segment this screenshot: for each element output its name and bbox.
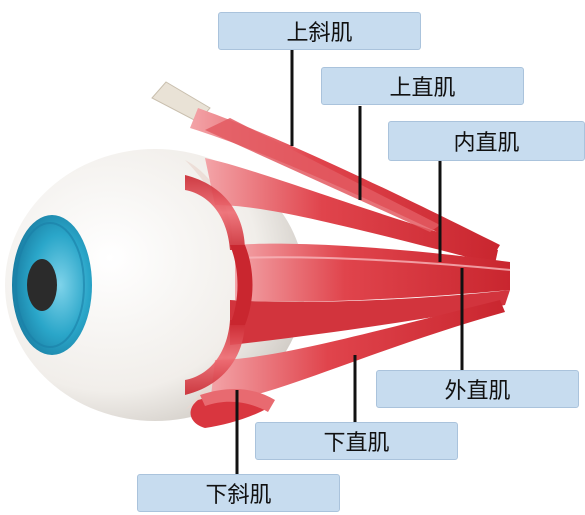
label-medial-rectus: 内直肌	[388, 121, 585, 161]
pupil	[27, 259, 57, 311]
label-inferior-rectus: 下直肌	[255, 422, 458, 460]
label-superior-oblique: 上斜肌	[218, 12, 421, 50]
label-superior-rectus: 上直肌	[321, 67, 524, 105]
label-inferior-oblique: 下斜肌	[137, 474, 340, 512]
label-lateral-rectus: 外直肌	[376, 370, 579, 408]
